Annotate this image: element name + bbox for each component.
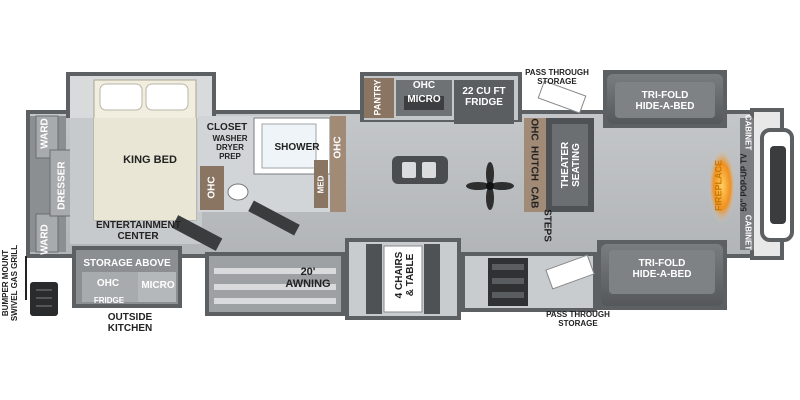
awning [209, 256, 341, 312]
steps-area [465, 254, 595, 308]
bath-wall-ohc-label: OHC [332, 136, 344, 159]
kitchen-ohc-label: OHC [412, 80, 436, 91]
kitchen [364, 78, 514, 210]
bumper-grill-label: BUMPER MOUNT SWIVEL GAS GRILL [1, 244, 19, 322]
ward-bottom-label: WARD [39, 224, 51, 255]
steps-label: STEPS [541, 209, 553, 242]
outside-kitchen [76, 250, 178, 304]
outside-kitchen-label: OUTSIDE KITCHEN [107, 312, 153, 334]
dresser-label: DRESSER [56, 161, 68, 210]
bathroom [198, 116, 346, 212]
pass-through-storage-top-label: PASS THROUGH STORAGE [525, 68, 589, 86]
entertainment-center-label: ENTERTAINMENT CENTER [96, 220, 181, 242]
shower-label: SHOWER [274, 142, 320, 153]
fridge-label: 22 CU FT FRIDGE [462, 86, 506, 108]
closet-label: CLOSET [206, 122, 248, 133]
theater-seating-label: THEATER SEATING [560, 141, 582, 189]
sofa-top [607, 74, 723, 124]
entertainment-center [171, 200, 300, 251]
awning-label: 20' AWNING [285, 266, 331, 290]
bumper-grill [25, 256, 58, 316]
med-label: MED [316, 175, 326, 194]
king-bed-label: KING BED [123, 154, 177, 166]
ward-top-label: WARD [39, 118, 51, 149]
sofa-bottom [601, 244, 723, 306]
cab-label: CAB [528, 186, 540, 209]
pantry-label: PANTRY [372, 79, 383, 116]
tri-fold-top-label: TRI-FOLD HIDE-A-BED [635, 90, 695, 112]
fireplace-label: FIREPLACE [713, 160, 724, 212]
kitchen-micro-label: MICRO [407, 94, 441, 105]
washer-dryer-label: WASHER DRYER PREP [212, 134, 248, 161]
outside-ohc-label: OHC [96, 278, 120, 289]
outside-fridge-label: FRIDGE [93, 296, 125, 305]
front-cabinets [708, 118, 754, 250]
bath-ohc-label: OHC [206, 176, 218, 199]
chairs-table [349, 242, 457, 316]
hutch [524, 118, 594, 212]
pass-through-door-top [537, 80, 587, 114]
outside-micro-label: MICRO [141, 280, 175, 291]
pass-through-storage-bottom-label: PASS THROUGH STORAGE [546, 310, 610, 328]
tri-fold-bottom-label: TRI-FOLD HIDE-A-BED [632, 258, 692, 280]
popup-tv-label: 50" POP-UP TV [739, 153, 749, 212]
storage-above-label: STORAGE ABOVE [83, 258, 171, 269]
chairs-table-label: 4 CHAIRS & TABLE [394, 251, 416, 299]
